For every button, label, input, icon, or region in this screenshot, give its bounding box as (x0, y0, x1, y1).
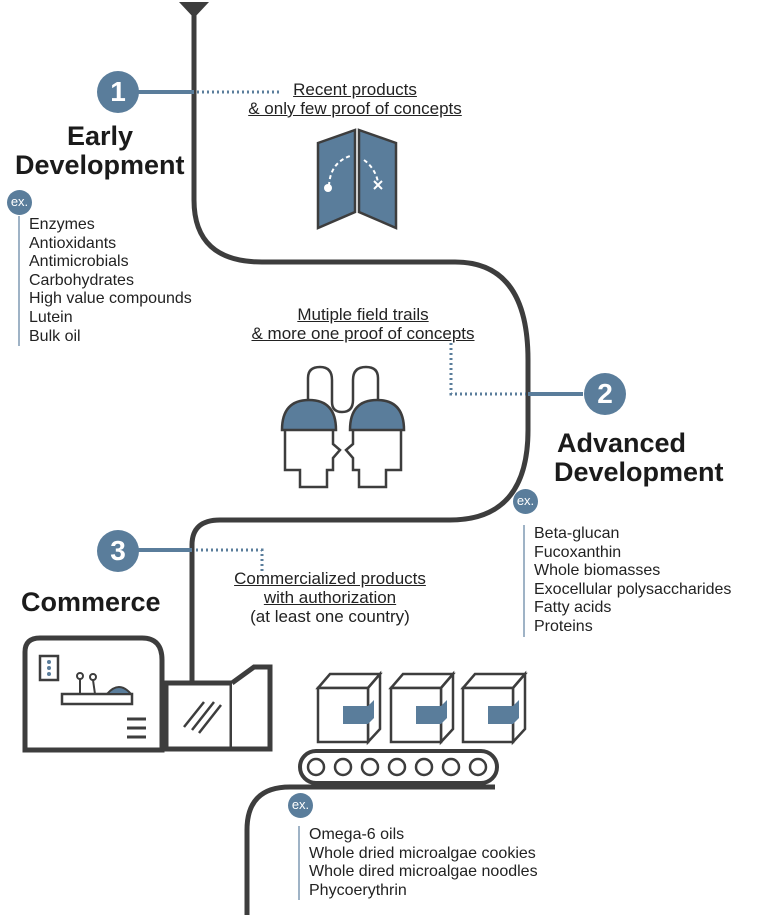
box-icon (315, 670, 383, 746)
list-item: Proteins (534, 617, 593, 635)
stage-1-ex-badge: ex. (7, 190, 32, 215)
stage-2-title-line2: Development (554, 457, 724, 487)
list-item: Fucoxanthin (534, 543, 622, 561)
stage-3-note-line2: with authorization (263, 588, 397, 607)
list-item: Bulk oil (29, 327, 81, 345)
list-item: Carbohydrates (29, 271, 134, 289)
list-item: Lutein (29, 308, 73, 326)
stage-3-ex-badge: ex. (288, 793, 313, 818)
flow-path (189, 11, 531, 686)
flow-path-end (244, 784, 495, 915)
list-item: Phycoerythrin (309, 881, 407, 899)
machine-icon (22, 635, 273, 753)
stage-2-note-line2: & more one proof of concepts (251, 324, 475, 343)
stage-3-title: Commerce (21, 587, 161, 617)
stage-2-ex-badge: ex. (513, 489, 538, 514)
stage-3-note-line1: Commercialized products (234, 569, 426, 588)
stage-1-title: Early Development (15, 121, 185, 180)
list-item: Whole dried microalgae cookies (309, 844, 536, 862)
stage-1-note-line2: & only few proof of concepts (248, 99, 462, 118)
box-icon (388, 670, 456, 746)
list-item: Antioxidants (29, 234, 117, 252)
stage-3-number: 3 (97, 530, 139, 572)
stage-1-number: 1 (97, 71, 139, 113)
stage-1-title-line2: Development (15, 150, 185, 180)
stage-2-note-line1: Mutiple field trails (297, 305, 429, 324)
two-heads-icon (280, 365, 406, 489)
list-item: Omega-6 oils (309, 826, 405, 843)
stage-2-title-line1: Advanced (557, 428, 687, 458)
list-item: High value compounds (29, 290, 192, 308)
stage-3-example-list: Omega-6 oils Whole dried microalgae cook… (298, 826, 538, 901)
stage-2-note: Mutiple field trails & more one proof of… (232, 305, 494, 343)
stage-1-note: Recent products & only few proof of conc… (225, 80, 485, 118)
list-item: Fatty acids (534, 599, 612, 617)
stage-2-example-list: Beta-glucan Fucoxanthin Whole biomasses … (523, 525, 731, 637)
list-item: Antimicrobials (29, 253, 129, 271)
start-arrow-icon (179, 2, 209, 18)
list-item: Enzymes (29, 216, 95, 233)
conveyor-belt-icon (298, 749, 499, 785)
list-item: Exocellular polysaccharides (534, 580, 732, 598)
stage-1-example-list: Enzymes Antioxidants Antimicrobials Carb… (18, 216, 192, 347)
stage-3-note: Commercialized products with authorizati… (200, 569, 460, 626)
list-item: Whole dired microalgae noodles (309, 863, 538, 881)
box-icon (460, 670, 528, 746)
stage-2-number: 2 (584, 373, 626, 415)
list-item: Whole biomasses (534, 562, 661, 580)
stage-1-note-line1: Recent products (293, 80, 417, 99)
stage-1-title-line1: Early (67, 121, 134, 151)
stage-2-title: Advanced Development (554, 429, 724, 487)
stage-3-note-line3: (at least one country) (250, 607, 410, 626)
map-icon (316, 128, 398, 230)
list-item: Beta-glucan (534, 525, 620, 542)
